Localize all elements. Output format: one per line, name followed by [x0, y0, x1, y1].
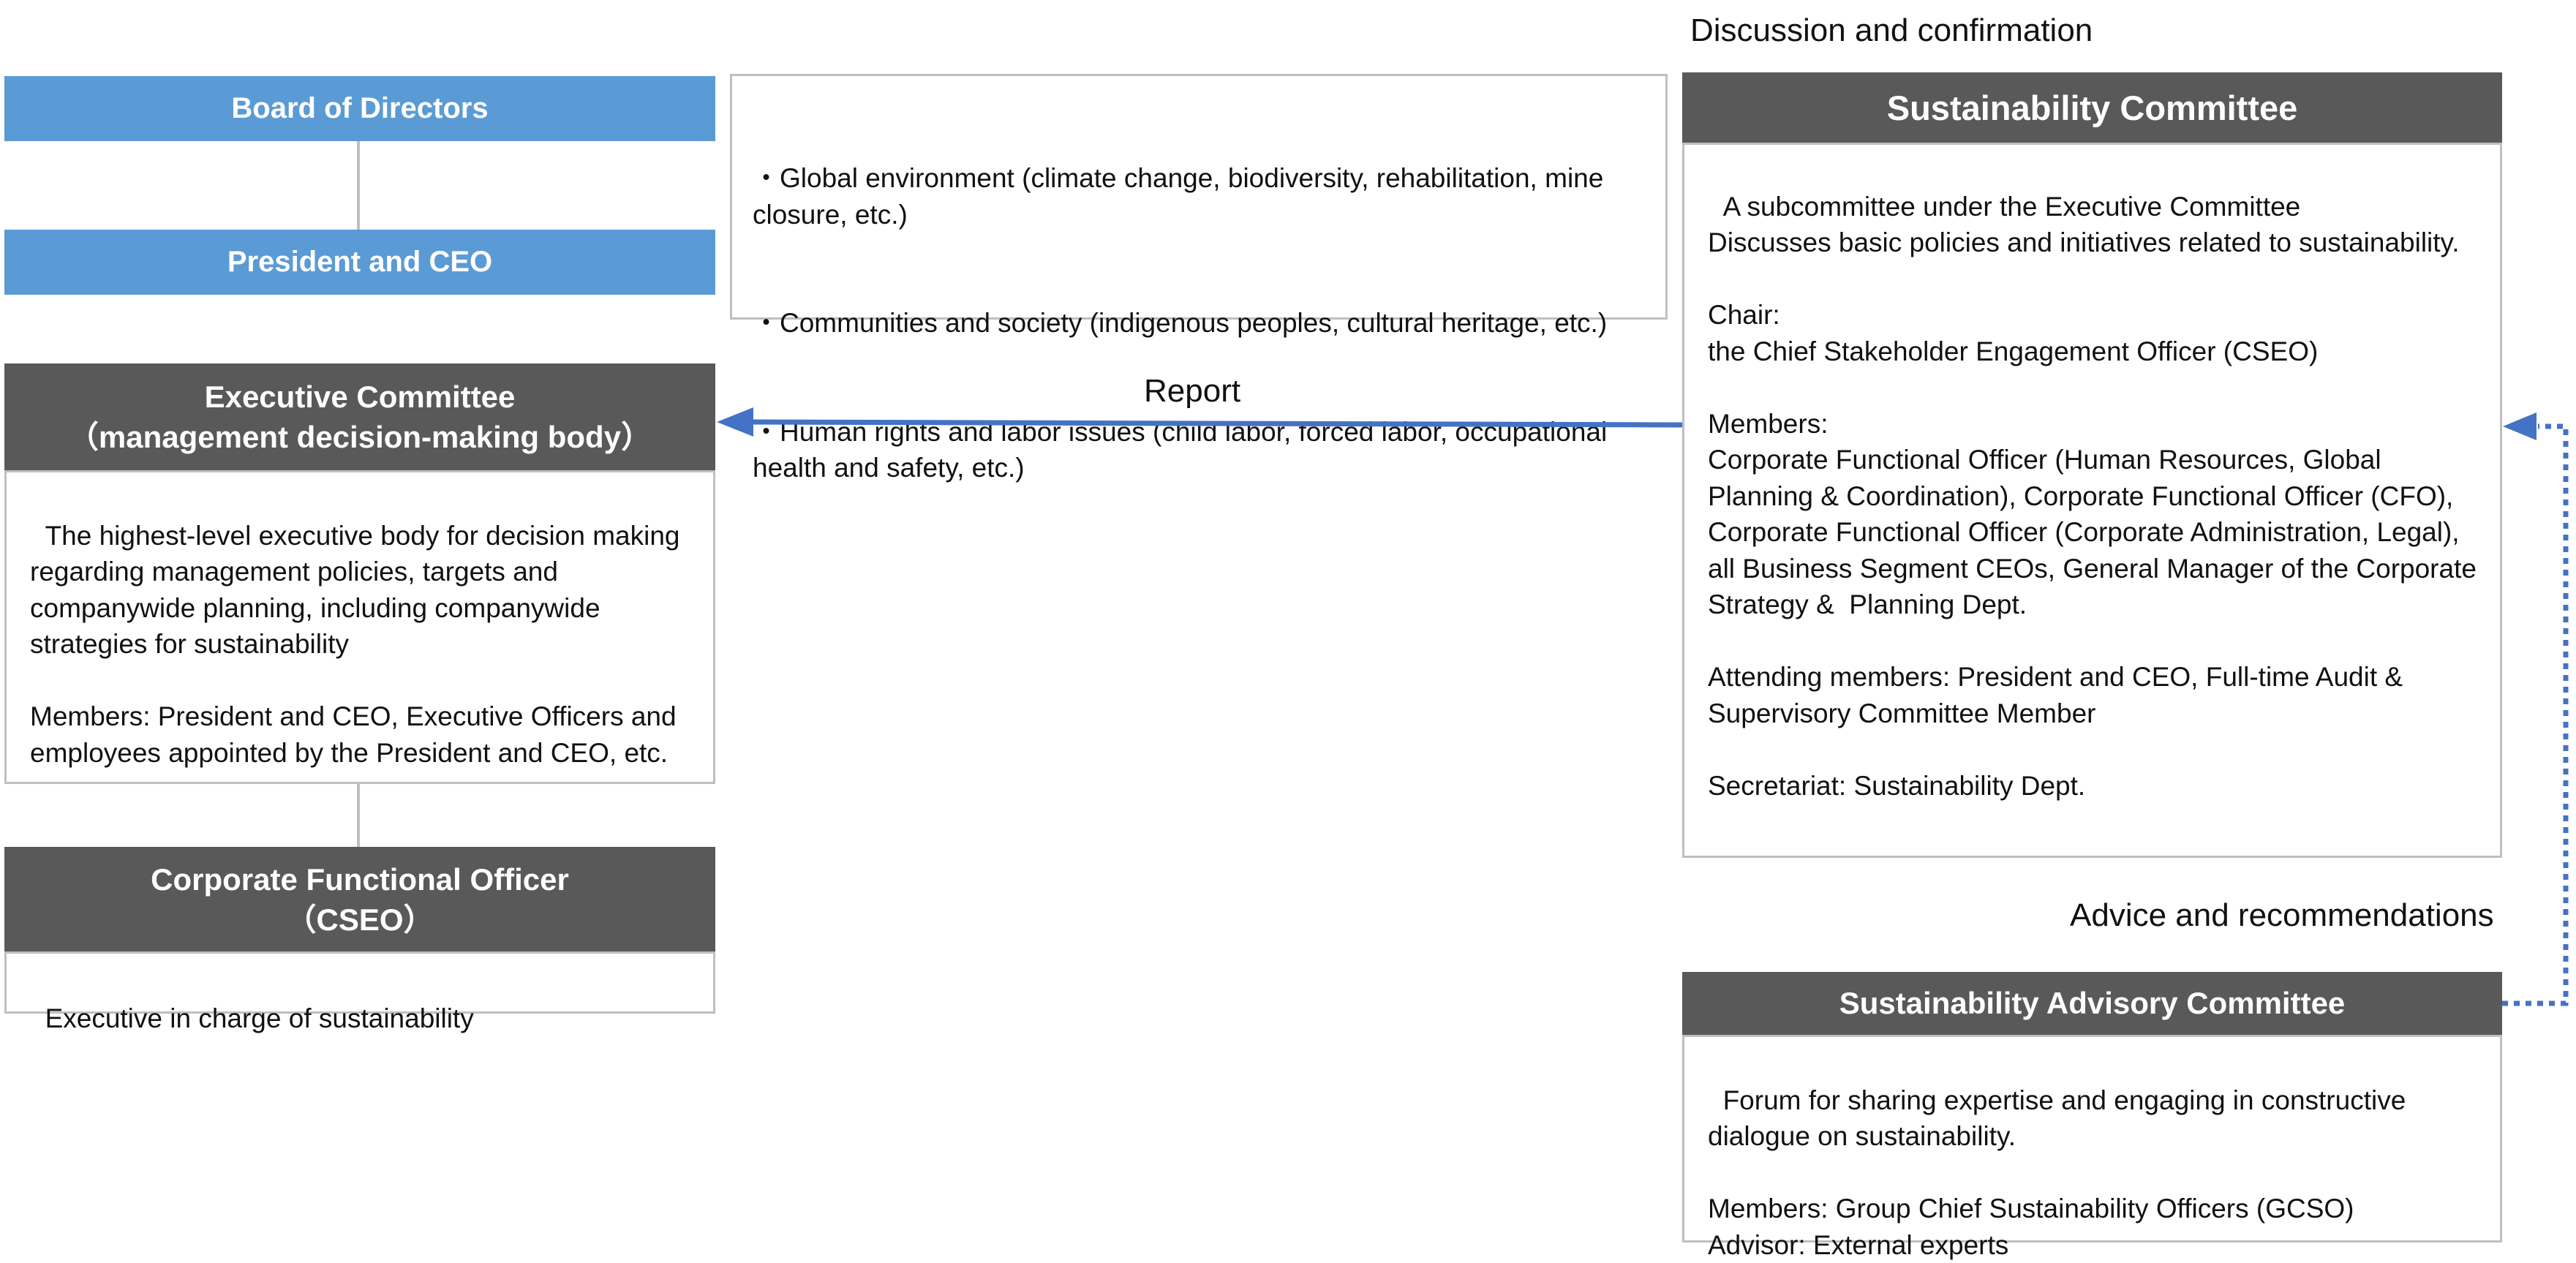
advisory-committee-body: Forum for sharing expertise and engaging…: [1682, 1035, 2502, 1260]
cfo-cseo-body: Executive in charge of sustainability: [4, 951, 715, 1033]
advisory-committee-header: Sustainability Advisory Committee: [1682, 972, 2502, 1035]
executive-title-line1: Executive Committee: [204, 380, 516, 414]
executive-committee-body: The highest-level executive body for dec…: [4, 470, 715, 784]
advice-arrowhead-icon: [2503, 412, 2537, 440]
executive-description: The highest-level executive body for dec…: [30, 520, 680, 768]
topic-item: ・Communities and society (indigenous peo…: [753, 308, 1608, 338]
cfo-title-line1: Corporate Functional Officer: [151, 862, 569, 897]
sustainability-committee-body: A subcommittee under the Executive Commi…: [1682, 143, 2502, 858]
topic-item: ・Global environment (climate change, bio…: [753, 163, 1611, 230]
board-title: Board of Directors: [231, 92, 489, 124]
cfo-cseo-header: Corporate Functional Officer （CSEO）: [4, 847, 715, 951]
advice-dotted-connector: [2502, 423, 2569, 1006]
sustainability-title: Sustainability Committee: [1886, 88, 2298, 127]
sustainability-description: A subcommittee under the Executive Commi…: [1708, 191, 2477, 801]
topics-box: ・Global environment (climate change, bio…: [730, 74, 1668, 483]
cfo-title-line2: （CSEO）: [285, 902, 434, 937]
president-title: President and CEO: [227, 246, 493, 278]
advice-label: Advice and recommendations: [2070, 897, 2494, 933]
connector-board-president: [357, 141, 360, 230]
cfo-description: Executive in charge of sustainability: [45, 1003, 474, 1033]
board-of-directors-box: Board of Directors: [4, 76, 715, 141]
advisory-description: Forum for sharing expertise and engaging…: [1708, 1085, 2406, 1260]
executive-committee-header: Executive Committee （management decision…: [4, 363, 715, 470]
sustainability-committee-header: Sustainability Committee: [1682, 72, 2502, 143]
president-ceo-box: President and CEO: [4, 230, 715, 295]
discussion-label: Discussion and confirmation: [1690, 12, 2093, 48]
executive-title-line2: （management decision-making body）: [67, 420, 652, 454]
report-label: Report: [1144, 373, 1241, 409]
report-arrowhead-icon: [717, 407, 753, 437]
advisory-title: Sustainability Advisory Committee: [1839, 986, 2346, 1020]
report-arrow-line: [748, 419, 1683, 428]
connector-executive-cfo: [357, 784, 360, 847]
